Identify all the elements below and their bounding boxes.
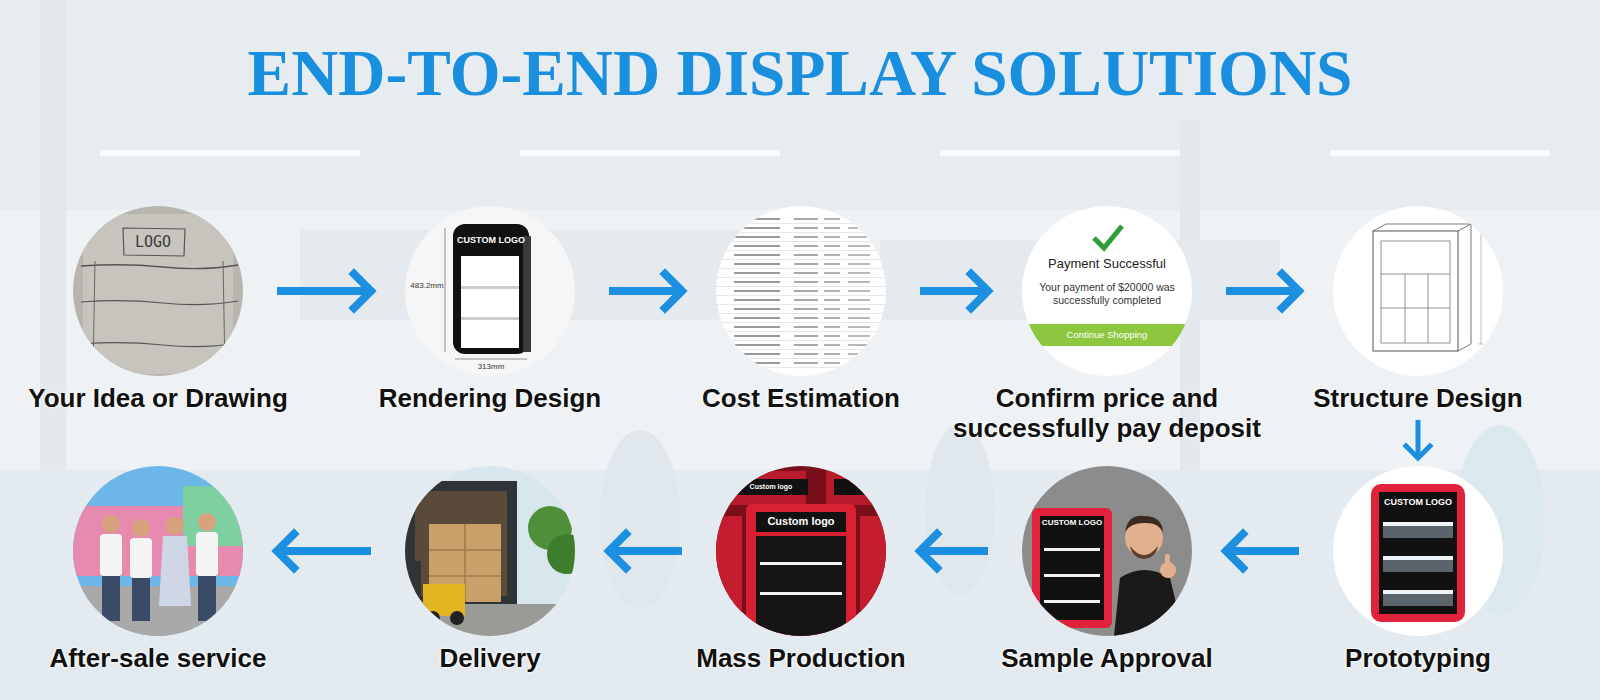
step-circle [73, 466, 243, 636]
flow-arrow [920, 534, 988, 568]
illustration-text: CUSTOM LOGO [1384, 497, 1452, 508]
illustration-text: LOGO [135, 233, 171, 251]
team-illustration [73, 466, 243, 636]
arrow-head [609, 534, 626, 568]
flow-arrow [1226, 534, 1299, 568]
flow-arrow [920, 274, 988, 308]
step-label: After-sale service [50, 644, 267, 674]
payment-illustration [1022, 206, 1192, 376]
process-step: CUSTOM LOGO Sample Approval [1001, 466, 1212, 674]
arrow-head [354, 274, 371, 308]
illustration-text: Continue Shopping [1067, 329, 1148, 340]
arrow-shaft [1416, 420, 1421, 456]
process-step: Delivery [405, 466, 575, 674]
process-step: Custom logoCustom logoMass Production [696, 466, 905, 674]
arrow-head [920, 534, 937, 568]
delivery-illustration [405, 466, 587, 636]
step-label: Your Idea or Drawing [28, 384, 288, 414]
arrow-shaft [609, 287, 678, 295]
arrow-head [277, 534, 294, 568]
step-label: Confirm price and successfully pay depos… [935, 384, 1280, 444]
arrow-head [1226, 534, 1243, 568]
illustration-text: Custom logo [750, 483, 793, 491]
production-illustration [716, 466, 886, 636]
step-label: Structure Design [1313, 384, 1523, 414]
arrow-shaft [613, 547, 682, 555]
diagram-title: END-TO-END DISPLAY SOLUTIONS [248, 41, 1353, 106]
arrow-head [971, 274, 988, 308]
process-step: CUSTOM LOGO Prototyping [1333, 466, 1503, 674]
arrow-shaft [1230, 547, 1299, 555]
flow-arrow [277, 534, 371, 568]
arrow-head [1282, 274, 1299, 308]
arrow-shaft [281, 547, 371, 555]
illustration-text: 483.2mm [410, 281, 443, 291]
flow-arrow [1406, 420, 1430, 458]
process-step: After-sale service [50, 466, 267, 674]
prototype-illustration [1333, 466, 1503, 636]
arrow-head [665, 274, 682, 308]
arrow-shaft [1226, 287, 1295, 295]
process-step: Cost Estimation [702, 206, 900, 414]
step-label: Delivery [439, 644, 540, 674]
arrow-head [1406, 446, 1430, 458]
flow-arrow [277, 274, 371, 308]
step-circle [405, 466, 575, 636]
cost-table-illustration [716, 206, 886, 376]
illustration-text: Custom logo [767, 515, 834, 528]
step-circle [716, 206, 886, 376]
step-circle: CUSTOM LOGO [1333, 466, 1503, 636]
step-circle: Custom logoCustom logo [716, 466, 886, 636]
step-label: Rendering Design [379, 384, 601, 414]
arrow-shaft [920, 287, 984, 295]
flow-arrow [609, 534, 682, 568]
step-circle: LOGO [73, 206, 243, 376]
step-label: Cost Estimation [702, 384, 900, 414]
step-circle: CUSTOM LOGO 483.2mm 313mm [405, 206, 575, 376]
step-label: Mass Production [696, 644, 905, 674]
sketch-illustration [73, 206, 243, 376]
illustration-text: 313mm [478, 362, 505, 372]
process-step: CUSTOM LOGO 483.2mm 313mmRendering Design [379, 206, 601, 414]
step-label: Prototyping [1345, 644, 1491, 674]
arrow-shaft [277, 287, 367, 295]
process-step: Payment SuccessfulYour payment of $20000… [935, 206, 1280, 444]
step-label: Sample Approval [1001, 644, 1212, 674]
sample-illustration [1022, 466, 1192, 636]
arrow-shaft [924, 547, 988, 555]
flow-arrow [1226, 274, 1299, 308]
rendering-illustration [405, 206, 575, 376]
process-step: Structure Design [1313, 206, 1523, 414]
illustration-text: Your payment of $20000 was successfully … [1037, 281, 1177, 306]
step-circle: CUSTOM LOGO [1022, 466, 1192, 636]
structure-illustration [1333, 206, 1503, 376]
illustration-text: Payment Successful [1048, 256, 1166, 272]
illustration-text: CUSTOM LOGO [1042, 518, 1102, 528]
illustration-text: CUSTOM LOGO [457, 235, 525, 246]
flow-arrow [609, 274, 682, 308]
step-circle: Payment SuccessfulYour payment of $20000… [1022, 206, 1192, 376]
step-circle [1333, 206, 1503, 376]
process-step: LOGO Your Idea or Drawing [28, 206, 288, 414]
